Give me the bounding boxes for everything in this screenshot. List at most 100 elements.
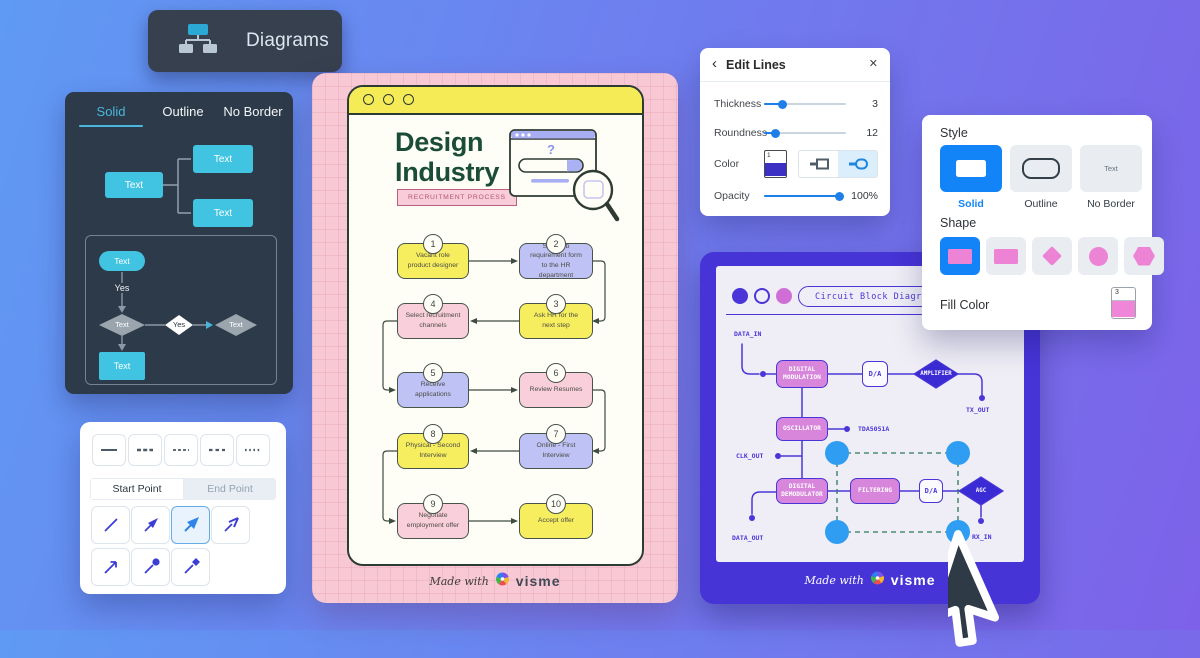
flow-decision-right-label: Text bbox=[229, 320, 243, 329]
fill-swatch-number: 3 bbox=[1112, 288, 1135, 301]
opacity-slider[interactable] bbox=[764, 191, 845, 201]
step-number: 9 bbox=[423, 494, 443, 514]
pin-clk-out: CLK_OUT bbox=[736, 452, 764, 460]
tab-no-border[interactable]: No Border bbox=[223, 104, 283, 119]
step-number: 7 bbox=[546, 424, 566, 444]
solid-label: Solid bbox=[958, 198, 984, 210]
line-color-swatch[interactable]: 1 bbox=[764, 150, 787, 178]
block-digital-modulation: DIGITAL MODULATION bbox=[776, 360, 828, 388]
org-chart-icon bbox=[176, 20, 220, 63]
shape-circle-tile[interactable] bbox=[1078, 237, 1118, 275]
shape-hexagon-tile[interactable] bbox=[1124, 237, 1164, 275]
solid-sample bbox=[956, 160, 986, 177]
point-tabs: Start Point End Point bbox=[90, 478, 276, 500]
step-label: Select recruitment channels bbox=[405, 312, 461, 329]
outline-sample bbox=[1022, 158, 1060, 179]
selection-handle[interactable] bbox=[946, 441, 970, 465]
style-solid-tile[interactable] bbox=[940, 145, 1002, 192]
selection-handle[interactable] bbox=[946, 520, 970, 544]
color-label: Color bbox=[714, 158, 740, 170]
line-style-panel: Start Point End Point bbox=[80, 422, 286, 594]
step-label: Negotiate employment offer bbox=[406, 512, 460, 529]
tab-start-point[interactable]: Start Point bbox=[90, 478, 184, 500]
flow-edge-label: Yes bbox=[110, 283, 134, 293]
selection-handle[interactable] bbox=[825, 441, 849, 465]
divider bbox=[726, 314, 1014, 315]
thickness-slider[interactable] bbox=[764, 99, 846, 109]
pin-data-out: DATA_OUT bbox=[732, 534, 764, 542]
step-label: Review Resumes bbox=[529, 386, 583, 394]
step-label: Physical - Second Interview bbox=[405, 442, 461, 459]
arrow-diamond-end-button[interactable] bbox=[171, 548, 210, 586]
pin-tx-out: TX_OUT bbox=[966, 406, 990, 414]
shape-rectangle-tile[interactable] bbox=[986, 237, 1026, 275]
style-outline-tile[interactable] bbox=[1010, 145, 1072, 192]
style-no-border-tile[interactable]: Text bbox=[1080, 145, 1142, 192]
flow-step: 1 Vacant role product designer bbox=[397, 234, 469, 279]
design-canvas-panel: Design Industry RECRUITMENT PROCESS ? bbox=[312, 73, 678, 603]
no-border-sample: Text bbox=[1104, 164, 1118, 173]
step-label: Ask HR for the next step bbox=[533, 312, 579, 329]
line-style-solid-button[interactable] bbox=[92, 434, 126, 466]
tab-outline[interactable]: Outline bbox=[162, 104, 204, 119]
flow-step: 10 Accept offer bbox=[519, 494, 593, 539]
canvas-dot-pink-icon bbox=[776, 288, 792, 304]
tab-end-point[interactable]: End Point bbox=[184, 478, 276, 500]
style-section-label: Style bbox=[940, 126, 968, 140]
close-icon[interactable]: ✕ bbox=[868, 58, 878, 70]
shape-rectangle-tile-selected[interactable] bbox=[940, 237, 980, 275]
step-label: Accept offer bbox=[537, 517, 575, 525]
back-chevron-icon[interactable]: ‹ bbox=[712, 55, 717, 72]
fill-color-swatch[interactable]: 3 bbox=[1111, 287, 1136, 319]
flow-decision-label: Text bbox=[115, 320, 129, 329]
line-style-dotted-button[interactable] bbox=[236, 434, 270, 466]
opacity-label: Opacity bbox=[714, 190, 750, 202]
arrow-solid-head-button-selected[interactable] bbox=[171, 506, 210, 544]
fill-color-label: Fill Color bbox=[940, 298, 990, 312]
flow-connectors bbox=[382, 258, 606, 524]
roundness-slider[interactable] bbox=[764, 128, 846, 138]
search-illustration: ? bbox=[509, 129, 620, 222]
block-amplifier: AMPLIFIER bbox=[920, 371, 952, 377]
window-dot-icon bbox=[383, 94, 394, 105]
square-corner-line-button[interactable] bbox=[799, 151, 838, 177]
corner-style-toggle bbox=[798, 150, 878, 178]
step-label: Vacant role product designer bbox=[407, 252, 459, 269]
window-dot-icon bbox=[363, 94, 374, 105]
step-label: Receive applications bbox=[415, 381, 451, 398]
thickness-value: 3 bbox=[872, 98, 878, 110]
border-style-panel: Solid Outline No Border Text Text Text T… bbox=[65, 92, 293, 394]
made-with-text: Made with bbox=[429, 574, 489, 588]
canvas-dot-filled-icon bbox=[732, 288, 748, 304]
step-number: 4 bbox=[423, 294, 443, 314]
arrow-circle-end-button[interactable] bbox=[131, 548, 170, 586]
line-style-dash-dot-button[interactable] bbox=[200, 434, 234, 466]
tab-solid[interactable]: Solid bbox=[96, 104, 126, 119]
step-number: 10 bbox=[546, 494, 566, 514]
shape-diamond-tile[interactable] bbox=[1032, 237, 1072, 275]
visme-wordmark: visme bbox=[515, 573, 561, 589]
block-da-bottom: D/A bbox=[919, 479, 943, 503]
tab-solid-underline bbox=[79, 125, 143, 127]
arrow-thin-head-button[interactable] bbox=[91, 548, 130, 586]
arrow-barb-head-button[interactable] bbox=[211, 506, 250, 544]
step-number: 5 bbox=[423, 363, 443, 383]
arrow-triangle-head-button[interactable] bbox=[131, 506, 170, 544]
diagrams-badge-label: Diagrams bbox=[246, 30, 329, 51]
arrow-plain-line-button[interactable] bbox=[91, 506, 130, 544]
step-number: 8 bbox=[423, 424, 443, 444]
flow-start-node: Text bbox=[99, 251, 145, 271]
block-oscillator: OSCILLATOR bbox=[776, 417, 828, 441]
flowchart-preview-box bbox=[85, 235, 277, 385]
line-style-dashed-button[interactable] bbox=[164, 434, 198, 466]
outline-label: Outline bbox=[1024, 198, 1058, 210]
edit-lines-panel: ‹ Edit Lines ✕ Thickness 3 Roundness 12 … bbox=[700, 48, 890, 216]
rounded-corner-line-button[interactable] bbox=[838, 151, 877, 177]
line-style-dashed-bold-button[interactable] bbox=[128, 434, 162, 466]
flow-step: 6 Review Resumes bbox=[519, 363, 593, 408]
canvas-dot-outline-icon bbox=[754, 288, 770, 304]
flow-step: 8 Physical - Second Interview bbox=[397, 424, 469, 469]
visme-logo-icon bbox=[495, 571, 510, 591]
flow-step: 3 Ask HR for the next step bbox=[519, 294, 593, 339]
selection-handle[interactable] bbox=[825, 520, 849, 544]
